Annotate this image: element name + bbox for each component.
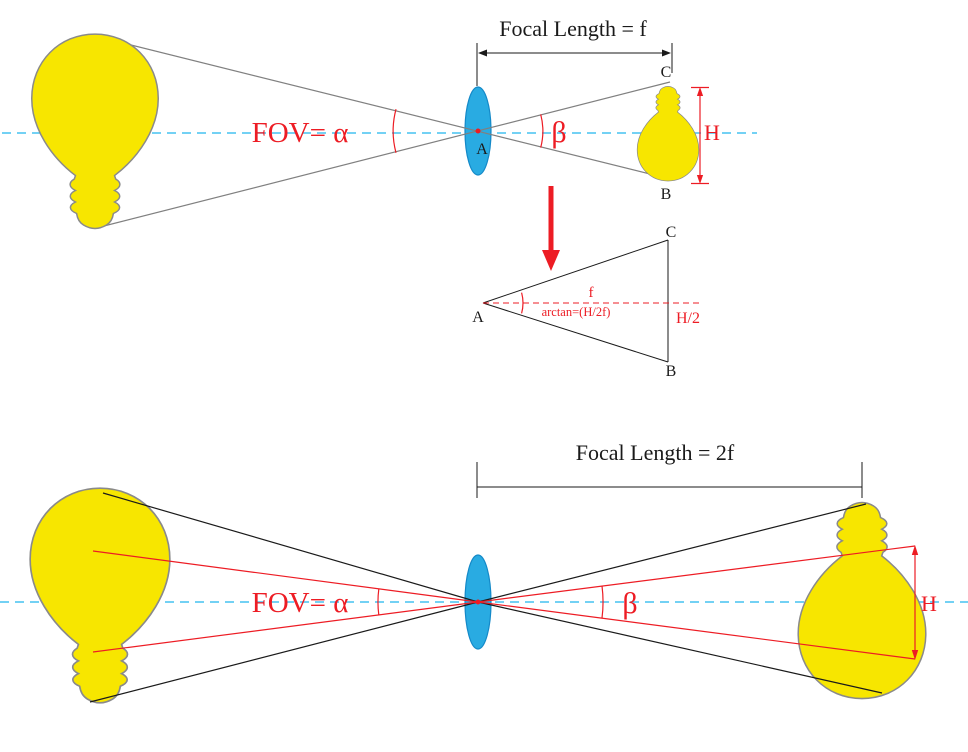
lens-center-dot-top: [475, 128, 481, 134]
image-bulb-bottom: [797, 501, 927, 700]
half-angle-arc: [521, 292, 524, 314]
lens-center-dot-bottom: [475, 599, 481, 605]
object-bulb-top: [31, 33, 159, 230]
height-dimension-top: H: [691, 86, 720, 185]
beta-label-bottom: β: [622, 587, 637, 620]
height-dimension-bottom: H: [911, 545, 937, 660]
red-ray-upper: [92, 550, 916, 660]
arrow-down-icon: [696, 175, 704, 184]
fov-angle-arc-bottom: [377, 589, 380, 615]
fov-alpha-label-top: FOV= α: [252, 117, 349, 149]
point-c-label-top: C: [661, 64, 672, 81]
point-b-label-top: B: [661, 186, 672, 203]
beta-label-top: β: [551, 116, 566, 149]
triangle-side-ac: [482, 239, 669, 304]
ray-object-top-to-image-bottom: [102, 492, 883, 694]
arrow-up-icon: [696, 87, 704, 96]
beta-angle-arc-top: [540, 114, 544, 148]
point-a-label-top: A: [476, 141, 488, 158]
point-a-label-triangle: A: [472, 309, 484, 326]
derivation-arrow: [542, 186, 560, 271]
fov-alpha-label-bottom: FOV= α: [252, 587, 349, 619]
image-bulb-top: [636, 85, 700, 182]
focal-length-label-bottom: Focal Length = 2f: [576, 440, 735, 465]
focal-length-label-top: Focal Length = f: [499, 16, 647, 41]
triangle-side-ab: [482, 302, 669, 363]
half-height-label: H/2: [676, 310, 700, 327]
point-c-label-triangle: C: [666, 224, 677, 241]
red-ray-lower: [92, 545, 916, 653]
arrow-left-icon: [478, 49, 487, 57]
arrow-up-icon: [911, 545, 919, 555]
fov-triangle-diagram: f arctan=(H/2f) H/2 A C B: [472, 224, 700, 380]
object-bulb-bottom: [29, 487, 171, 704]
arrow-right-icon: [662, 49, 671, 57]
ray-object-bottom-to-image-top: [99, 81, 671, 228]
point-b-label-triangle: B: [666, 363, 677, 380]
bottom-diagram-2f: Focal Length = 2f H FOV= α β: [0, 440, 968, 704]
focal-dimension-bottom: Focal Length = 2f: [476, 440, 863, 498]
ray-object-top-to-image-bottom: [126, 43, 671, 180]
focal-dimension-top: Focal Length = f: [476, 16, 673, 86]
arctan-label: arctan=(H/2f): [542, 305, 611, 319]
beta-angle-arc-bottom: [601, 585, 604, 619]
arrow-down-icon: [542, 250, 560, 271]
focal-side-label: f: [589, 285, 594, 301]
fov-angle-arc-top: [392, 109, 397, 153]
height-label-top: H: [704, 120, 720, 145]
height-label-bottom: H: [921, 591, 937, 616]
arrow-down-icon: [911, 650, 919, 660]
top-diagram-f: Focal Length = f H FOV= α β A C B: [2, 16, 757, 230]
